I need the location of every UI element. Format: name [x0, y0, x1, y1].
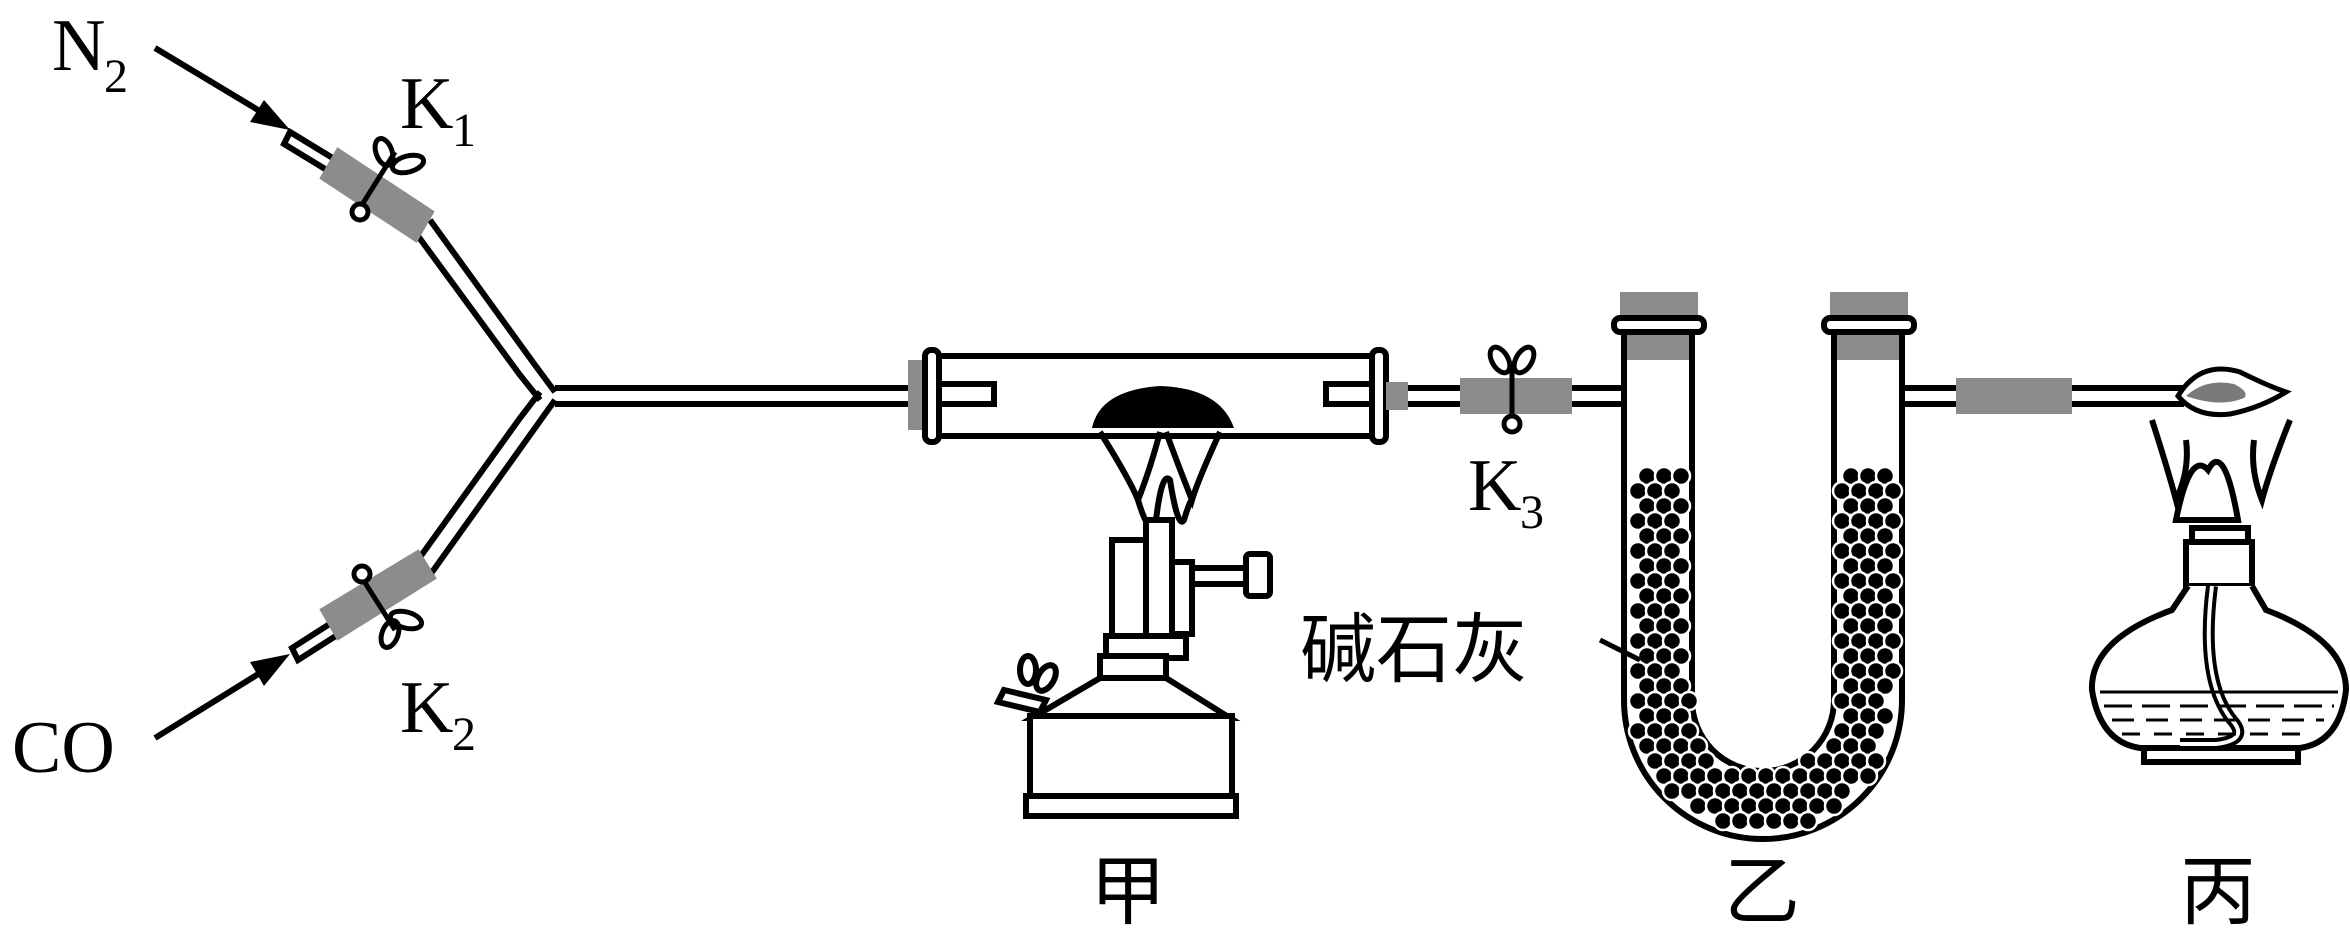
clamp-k2 [351, 563, 425, 650]
granule [1874, 705, 1896, 727]
blast-lamp [993, 517, 1273, 819]
granule [1857, 765, 1879, 787]
granule [1670, 465, 1692, 487]
granule [1823, 795, 1845, 817]
soda-lime-granules [1627, 465, 1904, 832]
soda-lime-leader [1598, 637, 1642, 663]
apparatus-jia-label: 甲 [1090, 851, 1166, 935]
apparatus-bing-label: 丙 [2180, 851, 2256, 935]
k1-label: K [400, 63, 453, 145]
tube-to-u [1386, 378, 1624, 414]
co-label: CO [12, 707, 115, 789]
k2-label: K [400, 667, 453, 749]
granule [1712, 810, 1734, 832]
n2-subscript: 2 [104, 50, 128, 103]
k2-subscript: 2 [452, 708, 476, 761]
n2-label: N [52, 5, 105, 87]
k3-label: K [1468, 445, 1521, 527]
granule [1670, 585, 1692, 607]
alcohol-lamp [2088, 418, 2350, 765]
burner-flame [1097, 430, 1223, 530]
tail-gas-flame [2174, 366, 2292, 418]
granule [1763, 810, 1785, 832]
granule [1874, 675, 1896, 697]
outlet-tube [1956, 378, 2184, 414]
granule [1746, 810, 1768, 832]
granule [1670, 645, 1692, 667]
granule [1670, 615, 1692, 637]
n2-arrow [153, 45, 290, 130]
granule [1797, 810, 1819, 832]
co-inlet-tube [288, 549, 437, 665]
apparatus-yi-label: 乙 [1724, 851, 1800, 935]
soda-lime-label: 碱石灰 [1300, 609, 1528, 693]
k1-subscript: 1 [452, 104, 476, 157]
granule [1670, 525, 1692, 547]
granule [1670, 555, 1692, 577]
granule [1780, 810, 1802, 832]
labels: N 2 CO K 1 K 2 K 3 碱石灰 甲 乙 丙 [12, 5, 2256, 935]
clamp-k3 [1487, 344, 1537, 435]
y-tube [415, 218, 908, 577]
clamp-k1 [349, 136, 427, 223]
alcohol-liquid [2100, 690, 2338, 736]
granule [1661, 780, 1683, 802]
granule [1687, 795, 1709, 817]
sample-powder [1092, 386, 1234, 428]
co-arrow [153, 654, 290, 741]
granule [1670, 495, 1692, 517]
granule [1729, 810, 1751, 832]
n2-inlet-tube [280, 127, 435, 243]
k3-subscript: 3 [1520, 486, 1544, 539]
